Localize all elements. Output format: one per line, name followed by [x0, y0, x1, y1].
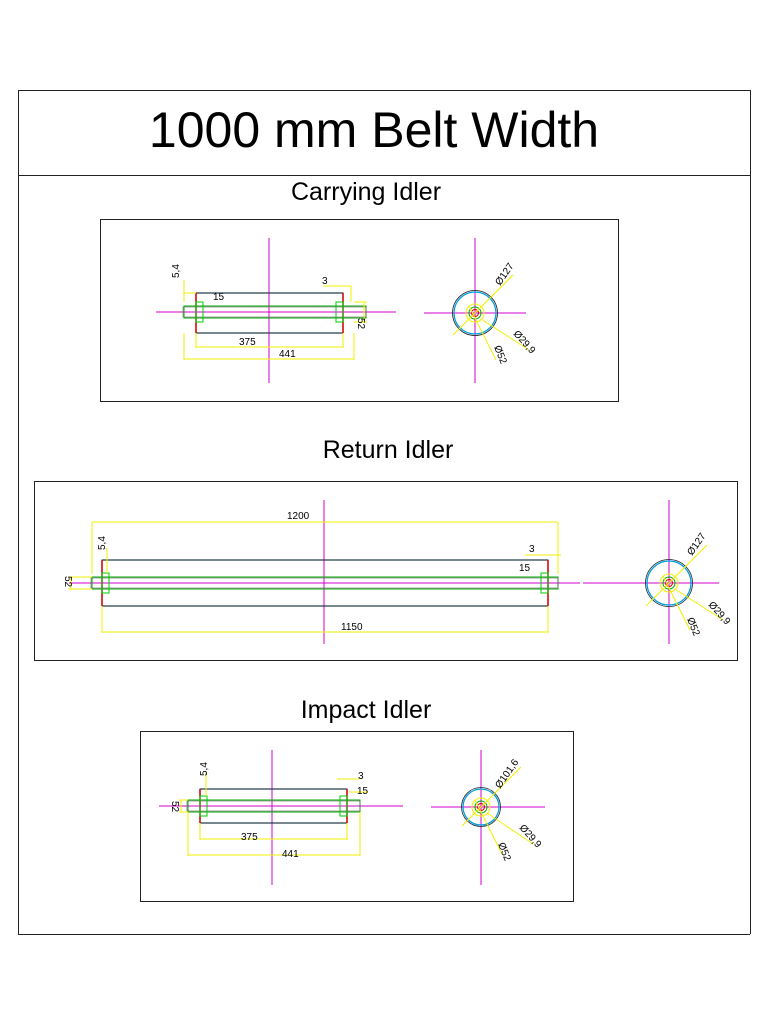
- carrying-side-view: 5,4 15 3 52 375 441: [156, 238, 396, 383]
- title-divider: [18, 175, 750, 176]
- right-bearing: [540, 572, 549, 594]
- dim-top-offset: 5,4: [97, 536, 108, 550]
- dim-hub: Ø52: [495, 841, 512, 863]
- sheet-top-border: [18, 90, 750, 91]
- dim-bearing: 15: [519, 563, 531, 574]
- return-side-view: 5,4 15 3 52 1200 1150: [62, 500, 580, 644]
- impact-idler-panel: 5,4 15 3 52 375 441 Ø101,6 Ø29,9: [140, 731, 574, 902]
- shaft-circle: [471, 309, 479, 317]
- leader-roll-dia: [461, 766, 522, 827]
- shaft-circle: [665, 579, 673, 587]
- dim-gap: 3: [358, 771, 364, 782]
- impact-end-view: Ø101,6 Ø29,9 Ø52: [431, 750, 545, 885]
- impact-idler-title: Impact Idler: [300, 696, 432, 724]
- leader-bore: [486, 812, 534, 845]
- shaft-outline: [182, 306, 367, 318]
- hub-circle: [465, 303, 485, 323]
- roll-circle: [646, 560, 692, 606]
- page-title: 1000 mm Belt Width: [148, 102, 600, 158]
- dim-roll-length: 375: [239, 337, 256, 348]
- dim-overall-length: 1200: [287, 511, 310, 522]
- dim-bearing: 15: [213, 292, 225, 303]
- leader-hub: [474, 799, 503, 855]
- impact-side-view: 5,4 15 3 52 375 441: [159, 750, 403, 885]
- hub-circle: [471, 797, 491, 817]
- dim-roll-dia: Ø101,6: [493, 757, 521, 791]
- left-bearing: [101, 572, 110, 594]
- roll-outer-circle: [452, 290, 498, 336]
- dim-bore: Ø29,9: [511, 329, 538, 357]
- impact-idler-drawing: 5,4 15 3 52 375 441 Ø101,6 Ø29,9: [159, 750, 545, 885]
- leader-hub: [468, 305, 497, 361]
- dim-gap: 3: [529, 544, 535, 555]
- shaft-outline: [186, 800, 361, 812]
- sheet-bottom-border: [18, 934, 750, 935]
- roll-outer-circle: [645, 559, 693, 607]
- dim-roll-dia: Ø127: [685, 531, 708, 558]
- left-bearing: [199, 795, 208, 817]
- hub-circle: [659, 573, 679, 593]
- dim-shaft-dia: 52: [169, 801, 180, 813]
- carrying-idler-title: Carrying Idler: [290, 178, 442, 206]
- dim-roll-length: 1150: [341, 622, 363, 633]
- dim-top-offset: 5,4: [171, 264, 182, 278]
- dim-gap: 3: [322, 276, 328, 287]
- carrying-end-view: Ø127 Ø29,9 Ø52: [424, 238, 537, 383]
- dim-bearing: 15: [357, 786, 369, 797]
- leader-roll-dia: [452, 274, 514, 336]
- dim-hub: Ø52: [684, 616, 701, 638]
- dim-roll-dia: Ø127: [493, 261, 516, 288]
- dim-shaft-dia: 52: [62, 576, 73, 588]
- return-idler-panel: 5,4 15 3 52 1200 1150 Ø127 Ø29,9: [34, 481, 738, 661]
- carrying-idler-panel: 5,4 15 3 52 375 441 Ø127 Ø29,9 Ø: [100, 219, 619, 402]
- dim-shaft-length: 441: [282, 849, 299, 860]
- dim-top-offset: 5,4: [199, 762, 210, 776]
- leader-hub: [662, 575, 691, 631]
- return-end-view: Ø127 Ø29,9 Ø52: [583, 500, 732, 644]
- dim-shaft-length: 441: [279, 349, 296, 360]
- roll-circle: [462, 788, 500, 826]
- dim-bore: Ø29,9: [706, 600, 733, 628]
- shaft-outline: [90, 577, 559, 589]
- roll-circle: [453, 291, 497, 335]
- return-idler-title: Return Idler: [322, 436, 454, 464]
- shaft-circle: [477, 803, 485, 811]
- right-bearing: [335, 301, 344, 323]
- dim-roll-length: 375: [241, 832, 258, 843]
- dim-bore: Ø29,9: [517, 823, 544, 851]
- return-idler-drawing: 5,4 15 3 52 1200 1150 Ø127 Ø29,9: [62, 500, 732, 644]
- dim-shaft-dia: 52: [355, 318, 366, 330]
- sheet-right-border: [750, 90, 751, 934]
- right-bearing: [339, 795, 348, 817]
- leader-roll-dia: [645, 544, 708, 607]
- carrying-idler-drawing: 5,4 15 3 52 375 441 Ø127 Ø29,9 Ø: [156, 238, 537, 383]
- roll-outer-circle: [461, 787, 501, 827]
- sheet-left-border: [18, 90, 19, 934]
- left-bearing: [195, 301, 204, 323]
- leader-bore: [480, 318, 530, 351]
- leader-bore: [674, 588, 724, 621]
